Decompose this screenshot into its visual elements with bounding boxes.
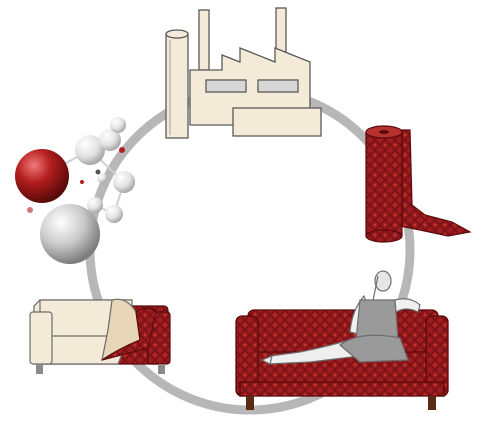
factory-icon [165,7,322,139]
fabric-roll-icon [365,125,472,243]
sofa-with-woman-icon [235,270,449,410]
red-sphere [15,149,69,203]
grey-sphere-large [40,204,100,264]
molecule-icon [15,117,135,264]
sofa-reupholster-icon [29,298,171,374]
woman-figure [260,270,421,365]
